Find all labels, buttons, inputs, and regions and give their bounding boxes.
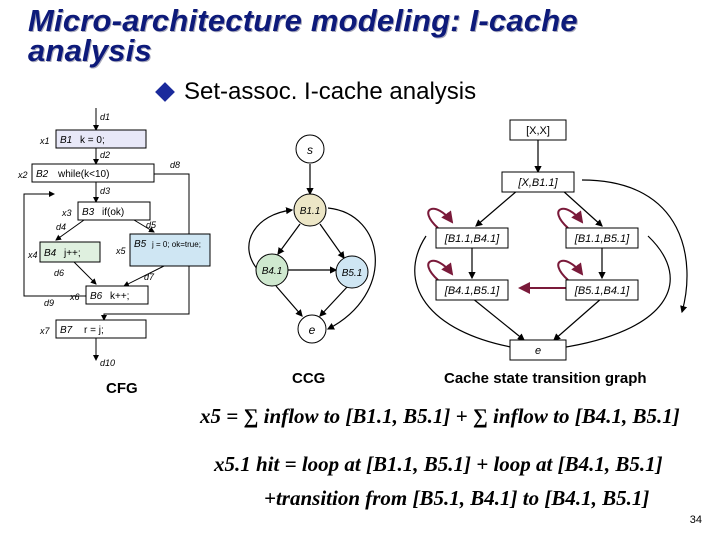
- ccg-node-b41: B4.1: [255, 253, 289, 287]
- bullet-text: Set-assoc. I-cache analysis: [184, 78, 477, 105]
- svg-text:[B4.1,B5.1]: [B4.1,B5.1]: [444, 285, 500, 297]
- ccg-node-b51: B5.1: [335, 255, 369, 289]
- cfg-block-b1-code: k = 0;: [80, 135, 105, 146]
- cfg-block-b7-code: r = j;: [84, 325, 104, 336]
- equation-3: +transition from [B5.1, B4.1] to [B4.1, …: [264, 486, 649, 511]
- cfg-edge-d4: d4: [56, 222, 66, 232]
- cfg-caption: CFG: [106, 380, 138, 397]
- svg-text:[X,B1.1]: [X,B1.1]: [517, 177, 558, 189]
- cfg-block-b3-id: B3: [82, 207, 95, 218]
- cfg-block-b5-code: j = 0; ok=true;: [151, 240, 201, 249]
- cfg-edge-d2: d2: [100, 150, 110, 160]
- ccg-caption: CCG: [292, 370, 326, 387]
- cfg-var-x4: x4: [27, 250, 38, 260]
- cstg-state-b41-b51: [B4.1,B5.1]: [435, 279, 509, 301]
- svg-text:s: s: [307, 143, 313, 157]
- svg-text:e: e: [309, 323, 316, 337]
- page-number: 34: [689, 514, 702, 526]
- svg-text:[B1.1,B5.1]: [B1.1,B5.1]: [574, 233, 630, 245]
- cfg-edge-d1: d1: [100, 112, 110, 122]
- cstg-edges: [414, 140, 688, 351]
- cfg-block-b3: B3 if(ok): [77, 201, 151, 221]
- cfg-edge-d8: d8: [170, 160, 180, 170]
- equation-1-rhs: = ∑ inflow to [B1.1, B5.1] + ∑ inflow to…: [226, 404, 680, 428]
- equation-1: x5 = ∑ inflow to [B1.1, B5.1] + ∑ inflow…: [200, 404, 680, 429]
- cstg-state-e: e: [509, 339, 567, 361]
- cfg-block-b7-id: B7: [60, 325, 73, 336]
- equation-2-lhs: x5.1 hit: [214, 452, 280, 476]
- cstg-state-xb11: [X,B1.1]: [501, 171, 575, 193]
- cfg-edge-d9: d9: [44, 298, 54, 308]
- cstg-state-b51-b41: [B5.1,B4.1]: [565, 279, 639, 301]
- cfg-edge-d6: d6: [54, 268, 64, 278]
- bullet-row: Set-assoc. I-cache analysis: [155, 78, 477, 106]
- cfg-var-x1: x1: [39, 136, 50, 146]
- slide-title: Micro-architecture modeling: I-cache ana…: [28, 3, 578, 68]
- cfg-var-x5: x5: [115, 246, 127, 256]
- cstg-diagram: [X,X] [X,B1.1] [B1.1,B4.1] [B1.1,B5.1] […: [414, 119, 688, 361]
- svg-text:e: e: [535, 345, 541, 357]
- cfg-edge-d5: d5: [146, 220, 157, 230]
- cfg-var-x7: x7: [39, 326, 51, 336]
- cfg-block-b2-code: while(k<10): [57, 169, 109, 180]
- cfg-edge-d3: d3: [100, 186, 110, 196]
- cfg-block-b1-id: B1: [60, 135, 72, 146]
- cfg-block-b2: B2 while(k<10): [31, 163, 155, 183]
- svg-text:B4.1: B4.1: [262, 266, 283, 277]
- cfg-block-b5-id: B5: [134, 239, 147, 250]
- svg-text:[B1.1,B4.1]: [B1.1,B4.1]: [444, 233, 500, 245]
- cfg-block-b5: B5 j = 0; ok=true;: [129, 233, 211, 267]
- ccg-node-e: e: [297, 314, 327, 344]
- cfg-block-b1: B1 k = 0;: [55, 129, 147, 149]
- cfg-block-b6: B6 k++;: [85, 285, 149, 305]
- cfg-var-x6: x6: [69, 292, 80, 302]
- cfg-var-x2: x2: [17, 170, 28, 180]
- equation-2-rhs: = loop at [B1.1, B5.1] + loop at [B4.1, …: [284, 452, 663, 476]
- cfg-edges: [23, 108, 190, 361]
- equation-3-rhs: +transition from [B5.1, B4.1] to [B4.1, …: [264, 486, 650, 510]
- cfg-block-b4: B4 j++;: [39, 241, 101, 263]
- ccg-edges: [248, 164, 376, 330]
- svg-text:[X,X]: [X,X]: [526, 125, 550, 137]
- ccg-node-b11: B1.1: [293, 193, 327, 227]
- svg-text:[B5.1,B4.1]: [B5.1,B4.1]: [574, 285, 630, 297]
- cstg-loops: [427, 207, 584, 294]
- cfg-labels: d1 d2 d3 d4 d5 d6 d7 d8 d9 d10 x1 x2 x3 …: [17, 112, 180, 368]
- equation-2: x5.1 hit = loop at [B1.1, B5.1] + loop a…: [214, 452, 663, 477]
- cfg-block-b3-code: if(ok): [102, 207, 124, 218]
- cfg-block-b2-id: B2: [36, 169, 49, 180]
- cfg-edge-d10: d10: [100, 358, 115, 368]
- cstg-state-b11-b51: [B1.1,B5.1]: [565, 227, 639, 249]
- cfg-block-b7: B7 r = j;: [55, 319, 147, 339]
- cfg-block-b6-code: k++;: [110, 291, 129, 302]
- diamond-bullet-icon: [155, 82, 175, 102]
- cstg-state-b11-b41: [B1.1,B4.1]: [435, 227, 509, 249]
- cfg-block-b6-id: B6: [90, 291, 103, 302]
- svg-text:B1.1: B1.1: [300, 206, 321, 217]
- cfg-var-x3: x3: [61, 208, 72, 218]
- cfg-block-b4-code: j++;: [63, 248, 81, 259]
- equation-1-lhs: x5: [200, 404, 221, 428]
- ccg-diagram: s B1.1 B4.1 B5.1 e: [248, 134, 376, 344]
- cstg-state-xx: [X,X]: [509, 119, 567, 141]
- cstg-caption: Cache state transition graph: [444, 370, 647, 387]
- cfg-block-b4-id: B4: [44, 248, 57, 259]
- ccg-node-s: s: [295, 134, 325, 164]
- cfg-edge-d7: d7: [144, 272, 155, 282]
- cfg-diagram: B1 k = 0; B2 while(k<10) B3 if(ok) B4 j+…: [17, 108, 211, 368]
- svg-text:B5.1: B5.1: [342, 268, 363, 279]
